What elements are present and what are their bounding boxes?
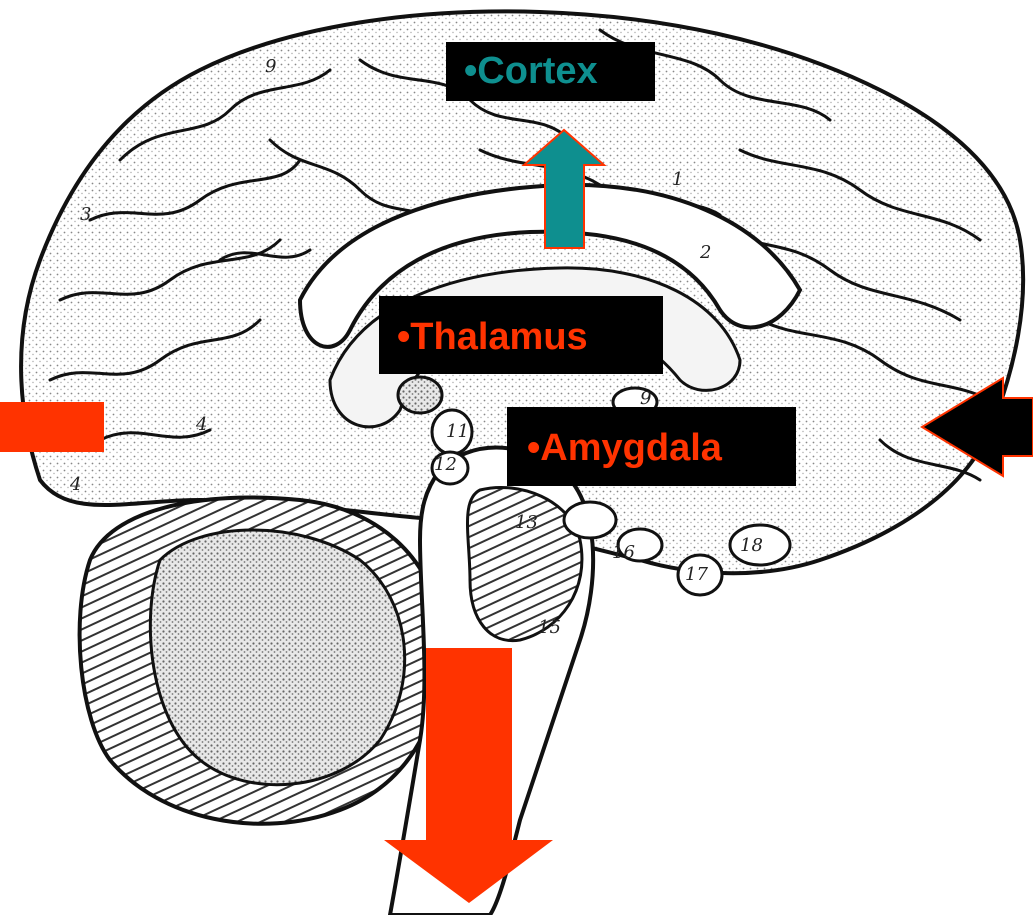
svg-text:2: 2 bbox=[699, 242, 711, 263]
svg-text:4: 4 bbox=[69, 474, 81, 495]
cerebellum-core bbox=[150, 530, 404, 785]
svg-text:17: 17 bbox=[685, 564, 708, 585]
label-amygdala-text: •Amygdala bbox=[527, 427, 722, 469]
svg-text:9: 9 bbox=[640, 388, 651, 409]
left-output-bar bbox=[0, 402, 104, 452]
svg-text:16: 16 bbox=[612, 542, 635, 563]
svg-text:9: 9 bbox=[265, 56, 276, 77]
label-cortex: •Cortex bbox=[446, 42, 655, 101]
label-thalamus: •Thalamus bbox=[379, 296, 663, 374]
label-thalamus-text: •Thalamus bbox=[397, 316, 588, 358]
label-amygdala: •Amygdala bbox=[507, 407, 796, 486]
svg-text:3: 3 bbox=[80, 204, 91, 225]
svg-text:12: 12 bbox=[434, 454, 457, 475]
svg-text:13: 13 bbox=[515, 512, 538, 533]
svg-text:15: 15 bbox=[538, 617, 561, 638]
label-cortex-text: •Cortex bbox=[464, 50, 598, 92]
svg-text:4: 4 bbox=[195, 414, 207, 435]
svg-text:1: 1 bbox=[672, 169, 683, 190]
svg-text:18: 18 bbox=[740, 535, 763, 556]
svg-text:11: 11 bbox=[446, 421, 469, 442]
